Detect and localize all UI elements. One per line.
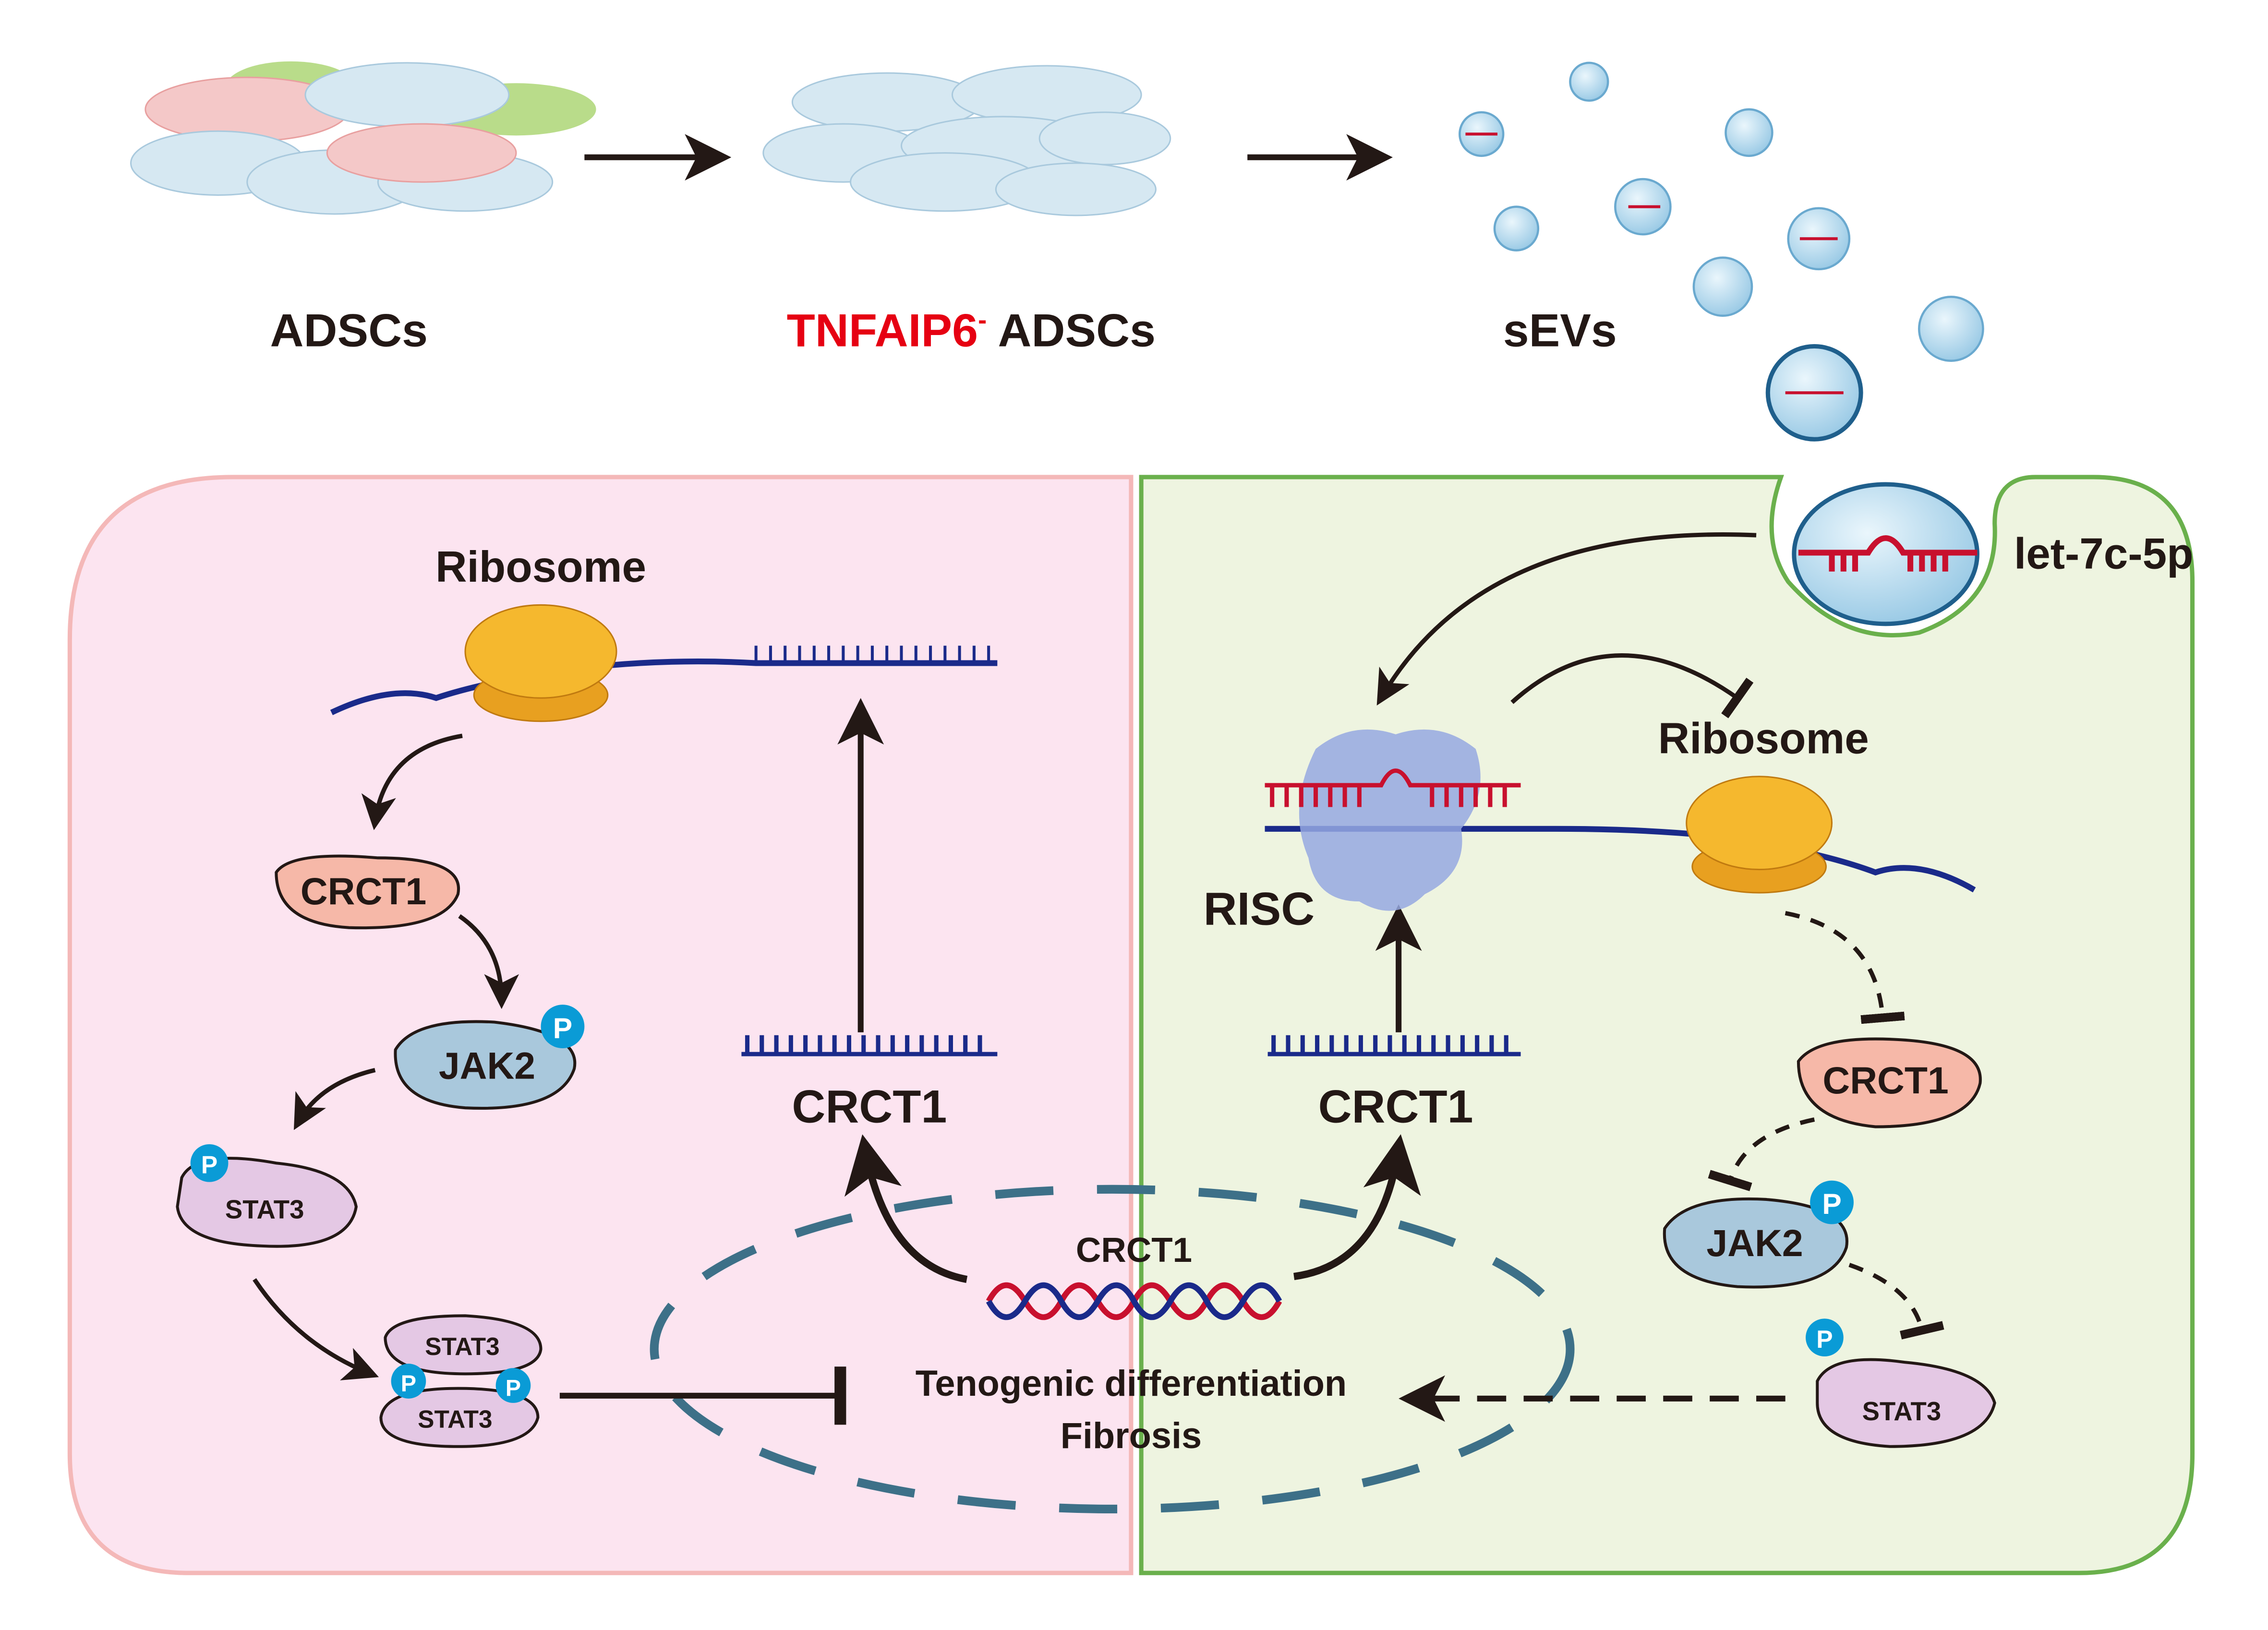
dashed-inhibition-to-jak2: [1708, 1117, 1815, 1191]
label-risc: RISC: [1204, 883, 1315, 935]
dna-double-helix-icon: [986, 1282, 1282, 1320]
label-crct1-gene: CRCT1: [1076, 1231, 1192, 1270]
nucleus-boundary: [650, 1185, 1575, 1514]
mrna-transcript-left: [741, 1035, 998, 1056]
phospho-icon: [1810, 1180, 1854, 1224]
svg-text:P: P: [1816, 1325, 1833, 1353]
svg-text:P: P: [506, 1375, 521, 1401]
mirna-cargo-icons: [1465, 132, 1844, 395]
stat3-dimer-left: STAT3 STAT3 P P: [379, 1314, 543, 1448]
phospho-icon: [190, 1144, 229, 1182]
svg-text:P: P: [1822, 1187, 1841, 1220]
arrow-jak2-to-stat3-left: [293, 1068, 376, 1130]
phospho-icon: [541, 1005, 585, 1049]
phospho-icon: [495, 1368, 531, 1403]
sev-vesicles: [1459, 61, 1984, 442]
stat3-protein-right: STAT3 P: [1806, 1318, 1996, 1448]
label-tnfaip6-adscs: TNFAIP6- ADSCs: [787, 304, 1156, 356]
sev-fusing-vesicle: [1792, 482, 1979, 626]
label-ribosome-left: Ribosome: [435, 543, 646, 591]
right-panel-treated-cell: [1139, 475, 2195, 1575]
adscs-cell-cluster: [130, 61, 596, 215]
dashed-inhibition-to-crct1: [1785, 911, 1905, 1024]
mrna-transcript-right: [1267, 1035, 1521, 1056]
svg-text:STAT3: STAT3: [1862, 1397, 1942, 1426]
jak2-protein-left: JAK2 P: [394, 1005, 585, 1110]
arrow-transcription-right: [1293, 1134, 1421, 1280]
label-adscs: ADSCs: [270, 304, 428, 356]
label-let-7c-5p: let-7c-5p: [2014, 530, 2194, 578]
left-panel-control-cell: [67, 475, 1134, 1575]
label-sevs: sEVs: [1503, 304, 1617, 356]
crct1-protein-left: CRCT1: [275, 854, 460, 930]
stat3-protein-left: STAT3 P: [176, 1144, 358, 1248]
svg-text:P: P: [201, 1151, 217, 1178]
inhibition-risc-to-ribosome: [1510, 653, 1754, 719]
mrna-teeth-left: [754, 646, 990, 663]
mirna-bound-to-mrna: [1265, 768, 1521, 807]
label-crct1-mrna-right: CRCT1: [1318, 1080, 1473, 1132]
arrow-translation-left: [361, 733, 463, 830]
svg-text:STAT3: STAT3: [225, 1195, 304, 1224]
svg-text:JAK2: JAK2: [1706, 1222, 1803, 1264]
label-crct1-mrna-left: CRCT1: [792, 1080, 947, 1132]
tnfaip6-adscs-cell-cluster: [762, 65, 1171, 216]
arrow-stat3-dimerization-left: [253, 1278, 379, 1380]
jak2-protein-right: JAK2 P: [1663, 1180, 1854, 1289]
svg-text:P: P: [401, 1371, 416, 1397]
svg-text:STAT3: STAT3: [418, 1405, 492, 1433]
svg-text:STAT3: STAT3: [425, 1332, 499, 1360]
ribosome-icon-right: [1686, 776, 1833, 894]
arrow-crct1-to-jak2-left: [458, 914, 519, 1009]
label-ribosome-right: Ribosome: [1658, 714, 1869, 763]
svg-text:P: P: [553, 1012, 572, 1044]
crct1-protein-right: CRCT1: [1797, 1037, 1982, 1128]
label-tenogenic-differentiation: Tenogenic differentiation: [916, 1363, 1347, 1404]
label-fibrosis: Fibrosis: [1061, 1415, 1202, 1456]
phospho-icon: [391, 1364, 426, 1399]
risc-complex-icon: [1299, 729, 1481, 911]
arrow-mirna-to-risc: [1376, 532, 1757, 706]
svg-text:JAK2: JAK2: [439, 1045, 535, 1087]
svg-text:CRCT1: CRCT1: [301, 870, 426, 912]
svg-text:CRCT1: CRCT1: [1822, 1059, 1948, 1102]
arrow-transcription-left: [844, 1134, 968, 1283]
phospho-icon: [1806, 1318, 1844, 1357]
ribosome-icon-left: [464, 604, 617, 722]
dashed-inhibition-to-stat3: [1848, 1262, 1944, 1340]
